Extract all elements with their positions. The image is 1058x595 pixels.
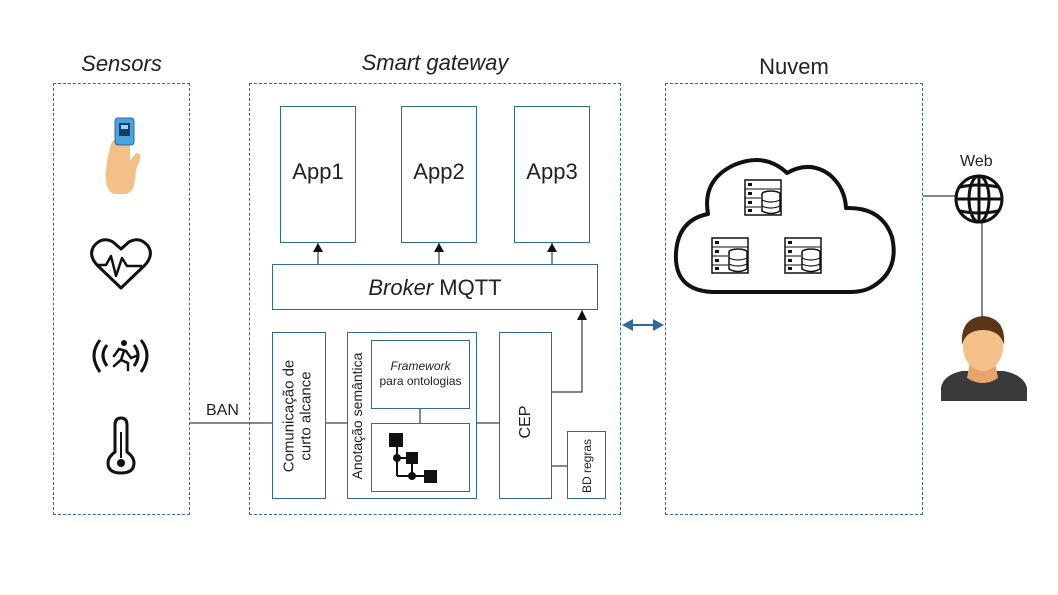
thermometer-icon [106,416,136,475]
app1-box: App1 [280,106,356,243]
server-database-icon [711,237,749,274]
broker-label: Broker MQTT [273,275,597,301]
globe-icon [954,174,1004,224]
cloud-title: Nuvem [759,54,829,79]
framework-italic: Framework [390,359,451,373]
arrowhead-app3 [547,243,557,252]
broker-rest: MQTT [433,275,502,300]
user-avatar-icon [941,316,1027,401]
framework-box: Framework para ontologias [371,340,470,409]
cep-box: CEP [499,332,552,499]
broker-italic: Broker [368,275,434,300]
sensors-title: Sensors [81,51,162,76]
bidirectional-arrow-icon [622,319,664,331]
framework-label: Framework para ontologias [372,359,469,389]
app2-label: App2 [413,159,465,184]
gateway-panel [249,83,621,515]
bd-regras-box: BD regras [567,431,606,499]
server-database-icon [744,179,782,216]
pulse-oximeter-finger-icon [105,117,141,194]
arrowhead-broker [577,310,587,320]
app2-box: App2 [401,106,477,243]
heart-rate-icon [90,238,152,290]
ontology-box [371,423,470,492]
ban-label: BAN [206,402,239,419]
cep-to-broker-line [552,310,583,393]
web-label: Web [960,153,993,170]
arrowhead-app1 [313,243,323,252]
server-database-icon [784,237,822,274]
comm-box: Comunicação de curto alcance [272,332,326,499]
sensors-panel [53,83,190,515]
app3-label: App3 [526,159,578,184]
ontology-graph-icon [389,433,437,483]
framework-rest: para ontologias [379,374,462,388]
arrowhead-app2 [434,243,444,252]
gateway-title: Smart gateway [361,50,509,75]
app3-box: App3 [514,106,590,243]
app1-label: App1 [292,159,344,184]
cloud-panel [665,83,923,515]
broker-box: Broker MQTT [272,264,598,310]
motion-sensor-icon [92,339,149,373]
